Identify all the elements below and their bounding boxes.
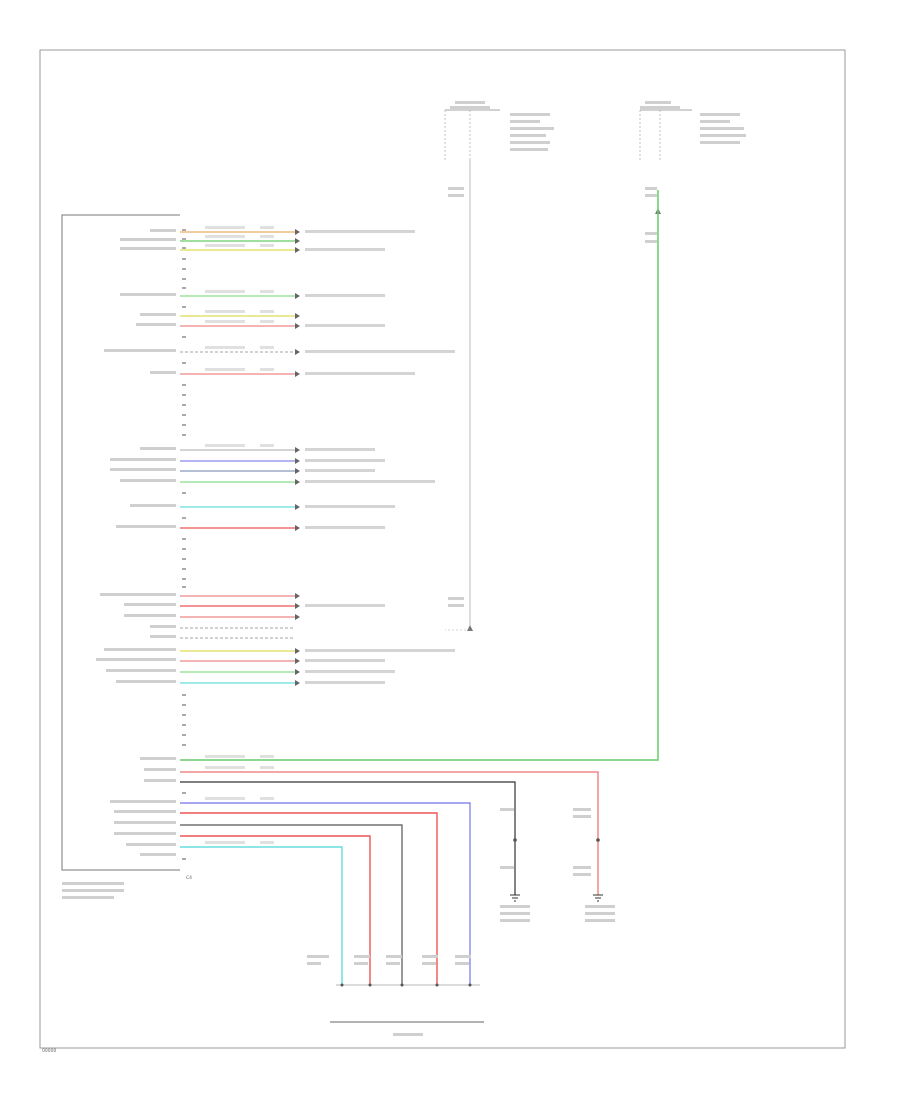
fuse-text-blocks — [448, 101, 746, 607]
diagram-id: 00000 — [42, 1048, 56, 1054]
wire-blue — [180, 802, 471, 985]
wire-dark-ground — [180, 781, 516, 895]
ground-symbol-1 — [510, 894, 520, 902]
ground-symbol-2 — [593, 894, 603, 902]
wire-green-power — [180, 190, 659, 761]
destination-label-blocks — [305, 230, 455, 684]
function-label-blocks — [62, 229, 176, 899]
wire-red-1 — [180, 812, 438, 985]
connector-arrows — [295, 229, 300, 686]
fuse-block-1 — [444, 109, 500, 631]
wire-red-2 — [180, 835, 371, 985]
fuse-block-2 — [639, 109, 692, 214]
pin-rows — [180, 231, 295, 684]
module-outline — [61, 214, 180, 871]
wire-pink-ground — [180, 771, 599, 895]
connector-label: C4 — [186, 875, 192, 881]
wire-code-blocks — [205, 226, 274, 844]
wire-cyan — [180, 846, 343, 985]
diagram-frame — [39, 49, 846, 1049]
splice-points — [340, 838, 600, 987]
pin-number-column — [182, 229, 186, 860]
bottom-label-blocks — [307, 808, 615, 1036]
wire-dark-1 — [180, 824, 403, 985]
